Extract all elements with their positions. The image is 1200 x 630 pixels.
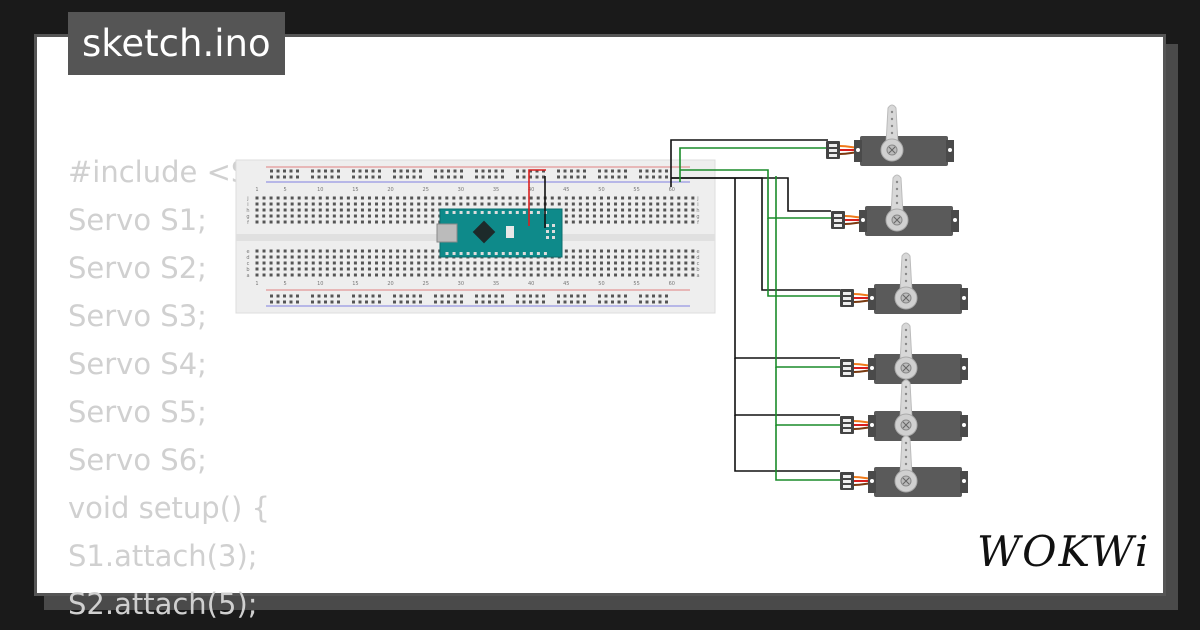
column-label: 1 (255, 281, 258, 287)
servo-motor (826, 104, 954, 166)
row-label: c (247, 261, 250, 267)
servo-motor (840, 322, 968, 384)
column-label: 40 (528, 281, 534, 287)
column-label: 35 (493, 281, 499, 287)
column-label: 10 (317, 281, 323, 287)
usb-connector (436, 223, 458, 243)
column-label: 5 (284, 281, 287, 287)
column-label: 60 (669, 281, 675, 287)
file-tab[interactable]: sketch.ino (68, 12, 285, 75)
wires (528, 139, 840, 481)
column-label: 60 (669, 187, 675, 193)
row-label: d (696, 255, 699, 261)
column-label: 45 (563, 281, 569, 287)
row-label: i (247, 202, 248, 208)
column-label: 1 (255, 187, 258, 193)
servos (826, 104, 968, 497)
code-line: S1.attach(3); (68, 539, 258, 573)
column-label: 20 (387, 187, 393, 193)
code-line: Servo S2; (68, 251, 207, 285)
code-line: void setup() { (68, 491, 270, 525)
column-label: 50 (598, 187, 604, 193)
column-label: 40 (528, 187, 534, 193)
row-label: j (246, 196, 248, 202)
column-label: 20 (387, 281, 393, 287)
column-label: 10 (317, 187, 323, 193)
column-label: 30 (458, 187, 464, 193)
arduino-nano (436, 208, 563, 258)
preview-card (34, 34, 1166, 596)
row-label: f (247, 220, 249, 226)
column-label: 25 (423, 281, 429, 287)
servo-motor (840, 252, 968, 314)
row-label: j (696, 196, 698, 202)
row-label: d (246, 255, 249, 261)
row-label: e (696, 249, 699, 255)
servo-motor (840, 435, 968, 497)
row-label: a (696, 273, 699, 279)
code-line: Servo S6; (68, 443, 207, 477)
svg-text:WOKWi: WOKWi (977, 527, 1150, 576)
code-line: S2.attach(5); (68, 587, 258, 621)
servo-motor (840, 379, 968, 441)
code-line: Servo S1; (68, 203, 207, 237)
wokwi-logo: WOKWi (977, 527, 1150, 576)
column-label: 15 (352, 187, 358, 193)
row-label: f (697, 220, 699, 226)
row-label: a (246, 273, 249, 279)
code-line: Servo S3; (68, 299, 207, 333)
column-label: 50 (598, 281, 604, 287)
servo-motor (831, 174, 959, 236)
column-label: 15 (352, 281, 358, 287)
row-label: i (697, 202, 698, 208)
row-label: b (246, 267, 249, 273)
column-label: 55 (633, 187, 639, 193)
row-label: b (696, 267, 699, 273)
row-label: e (246, 249, 249, 255)
column-label: 5 (284, 187, 287, 193)
code-line: Servo S4; (68, 347, 207, 381)
row-label: h (246, 208, 249, 214)
column-label: 25 (423, 187, 429, 193)
row-label: c (697, 261, 700, 267)
code-line: Servo S5; (68, 395, 207, 429)
column-label: 55 (633, 281, 639, 287)
column-label: 30 (458, 281, 464, 287)
row-label: g (246, 214, 249, 220)
row-label: g (696, 214, 699, 220)
column-label: 35 (493, 187, 499, 193)
column-label: 45 (563, 187, 569, 193)
row-label: h (696, 208, 699, 214)
